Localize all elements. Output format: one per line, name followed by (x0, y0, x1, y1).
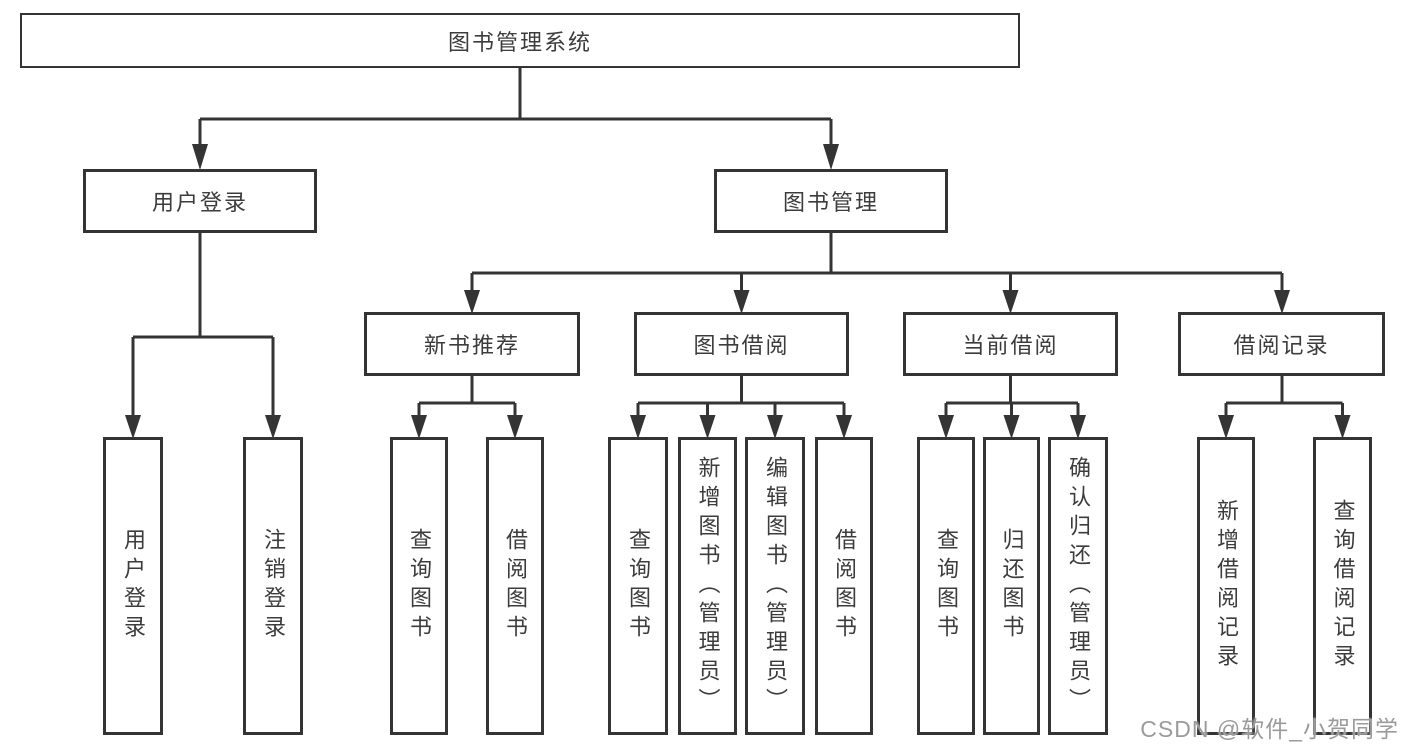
leaf-add-borrow-record: 新增借阅记录 (1197, 437, 1255, 735)
arrow-down-icon (836, 415, 852, 439)
edge-current-split (944, 376, 1080, 418)
arrow-down-icon (699, 415, 716, 439)
arrow-down-icon (1003, 415, 1020, 439)
leaf-logout: 注销登录 (243, 437, 303, 735)
leaf-edit-book-admin: 编辑图书（管理员） (745, 437, 805, 735)
leaf-label: 确认归还（管理员） (1066, 455, 1091, 717)
node-book-management: 图书管理 (714, 169, 948, 233)
node-borrowing-records: 借阅记录 (1178, 312, 1385, 376)
edge-records-split (1224, 376, 1344, 418)
arrow-down-icon (630, 415, 646, 439)
leaf-label: 借阅图书 (832, 528, 857, 644)
leaf-user-login: 用户登录 (103, 437, 163, 735)
arrow-down-icon (125, 415, 141, 439)
arrow-down-icon (733, 290, 750, 314)
edge-user-login-split (131, 233, 275, 418)
leaf-label: 用户登录 (121, 528, 146, 644)
node-book-borrowing: 图书借阅 (634, 312, 849, 376)
arrow-down-icon (938, 415, 954, 439)
arrow-down-icon (823, 144, 839, 170)
leaf-label: 查询图书 (407, 528, 432, 644)
edge-borrowing-split (636, 376, 846, 418)
leaf-query-books-borrowing: 查询图书 (608, 437, 668, 735)
arrow-down-icon (411, 415, 427, 439)
arrow-down-icon (507, 415, 523, 439)
leaf-label: 编辑图书（管理员） (763, 455, 788, 717)
arrowheads (125, 144, 1351, 439)
leaf-borrow-books-borrowing: 借阅图书 (815, 437, 873, 735)
arrow-down-icon (464, 290, 480, 314)
edge-root-split (198, 68, 833, 148)
node-label: 用户登录 (151, 190, 248, 215)
arrow-down-icon (1218, 415, 1234, 439)
arrow-down-icon (1070, 415, 1086, 439)
leaf-label: 查询图书 (934, 528, 959, 644)
arrow-down-icon (1334, 415, 1351, 439)
node-label: 图书借阅 (693, 333, 790, 358)
leaf-label: 新增借阅记录 (1214, 499, 1239, 673)
leaf-label: 归还图书 (999, 528, 1025, 644)
node-label: 图书管理系统 (447, 29, 592, 55)
leaf-label: 借阅图书 (503, 528, 528, 644)
arrow-down-icon (265, 415, 281, 439)
leaf-label: 查询借阅记录 (1330, 499, 1356, 673)
arrow-down-icon (767, 415, 783, 439)
leaf-query-borrow-record: 查询借阅记录 (1313, 437, 1372, 735)
node-current-borrowing: 当前借阅 (903, 312, 1118, 376)
leaf-borrow-books-recommend: 借阅图书 (486, 437, 544, 735)
leaf-add-book-admin: 新增图书（管理员） (678, 437, 737, 735)
leaf-label: 新增图书（管理员） (695, 455, 721, 717)
leaf-query-books-recommend: 查询图书 (390, 437, 448, 735)
leaf-label: 注销登录 (261, 528, 286, 644)
arrow-down-icon (1274, 290, 1290, 314)
leaf-return-books: 归还图书 (983, 437, 1040, 735)
edge-recommend-split (417, 376, 517, 418)
node-new-book-recommend: 新书推荐 (364, 312, 580, 376)
node-label: 图书管理 (782, 190, 879, 215)
node-user-login: 用户登录 (83, 169, 317, 233)
node-label: 当前借阅 (962, 333, 1059, 358)
node-library-management-system: 图书管理系统 (20, 13, 1020, 68)
arrow-down-icon (192, 144, 208, 170)
arrow-down-icon (1002, 290, 1019, 314)
leaf-query-books-current: 查询图书 (917, 437, 975, 735)
edge-book-mgmt-split (470, 233, 1284, 293)
leaf-confirm-return-admin: 确认归还（管理员） (1048, 437, 1108, 735)
node-label: 新书推荐 (423, 333, 520, 358)
leaf-label: 查询图书 (626, 528, 651, 644)
node-label: 借阅记录 (1233, 333, 1330, 358)
